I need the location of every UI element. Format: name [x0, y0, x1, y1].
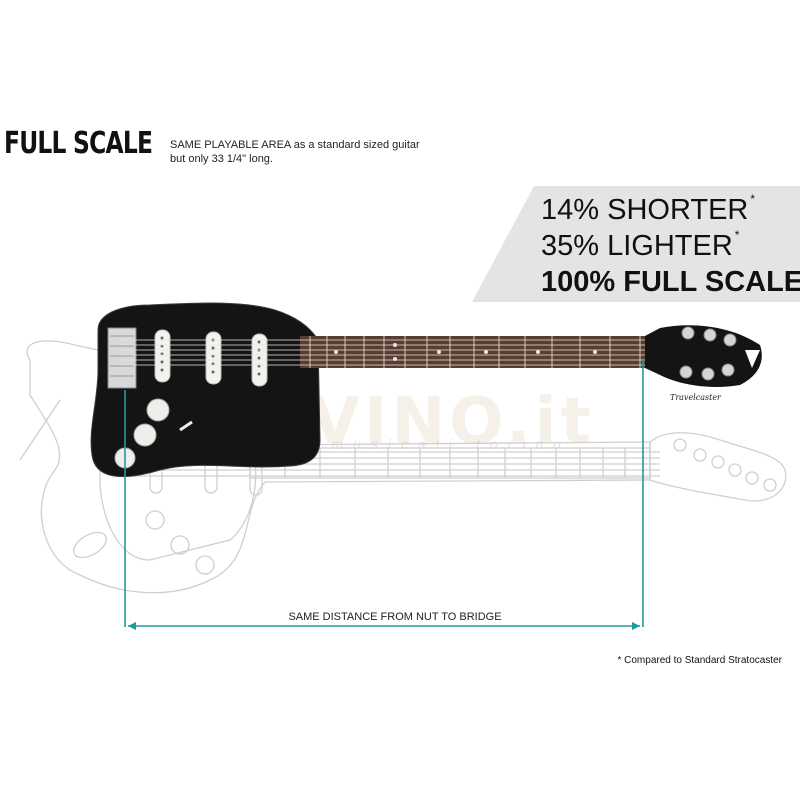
page-title: FULL SCALE: [4, 126, 153, 161]
frets: [309, 336, 641, 368]
strings: [118, 339, 690, 366]
outline-frets: [284, 448, 626, 478]
fretboard: [300, 336, 645, 368]
pickup-selector: [179, 420, 193, 432]
stats-banner: [472, 186, 800, 302]
outline-tuners: [673, 438, 777, 492]
measurement: [124, 360, 644, 630]
stat-full-scale: 100% FULL SCALE: [541, 266, 800, 298]
measure-label: SAME DISTANCE FROM NUT TO BRIDGE: [288, 611, 502, 623]
bridge: [107, 327, 137, 389]
travel-guitar: Travelcaster: [90, 302, 762, 478]
headstock-model-text: Travelcaster: [670, 393, 722, 402]
subtitle: SAME PLAYABLE AREA as a standard sized g…: [170, 138, 430, 166]
subtitle-line-1: SAME PLAYABLE AREA as a standard sized g…: [170, 139, 420, 151]
travel-tuners: [679, 326, 737, 381]
footnote: * Compared to Standard Stratocaster: [617, 655, 782, 666]
stat-lighter: 35% LIGHTER*: [541, 228, 740, 262]
stat-shorter: 14% SHORTER*: [541, 192, 756, 226]
subtitle-line-2: but only 33 1/4" long.: [170, 153, 273, 165]
traveler-logo-icon: [745, 350, 760, 368]
